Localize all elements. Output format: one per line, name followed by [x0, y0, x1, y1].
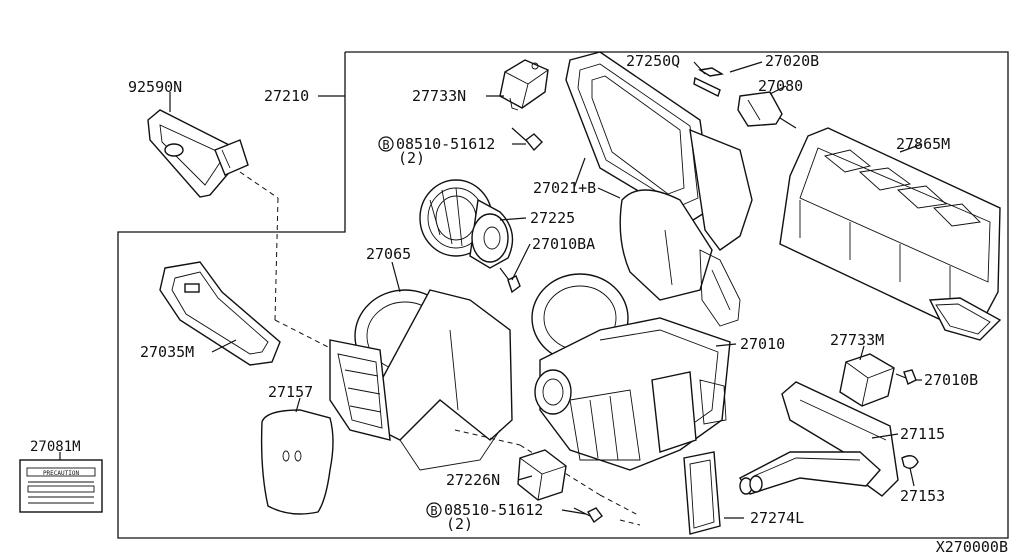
label-27274l: 27274L — [750, 509, 804, 527]
clip-27153 — [901, 455, 919, 469]
screw-08510-top — [511, 127, 543, 152]
label-27226n: 27226N — [446, 471, 500, 489]
label-27733m: 27733M — [830, 331, 884, 349]
label-27065: 27065 — [366, 245, 411, 263]
bolt-marker-bottom: B — [426, 502, 442, 518]
label-qty-top: (2) — [398, 149, 425, 167]
screw-27010b — [895, 369, 917, 385]
label-27010ba: 27010BA — [532, 235, 595, 253]
label-92590n: 92590N — [128, 78, 182, 96]
main-case-27010 — [531, 273, 731, 471]
label-27153: 27153 — [900, 487, 945, 505]
label-27225: 27225 — [530, 209, 575, 227]
caution-label-27081m: PRECAUTION — [19, 459, 103, 513]
diagram-code: X270000B — [936, 538, 1008, 556]
label-27250q: 27250Q — [626, 52, 680, 70]
clip-27250q — [693, 67, 724, 97]
bolt-marker-bottom-letter: B — [430, 504, 437, 518]
duct-27115 — [739, 381, 899, 497]
label-27733n: 27733N — [412, 87, 466, 105]
label-08510-bottom: 08510-51612 — [444, 501, 543, 519]
label-27865m: 27865M — [896, 135, 950, 153]
bolt-marker-top: B — [378, 136, 394, 152]
label-27010b: 27010B — [924, 371, 978, 389]
part-labels: 92590N 27210 27733N 08510-51612 (2) 2725… — [30, 52, 1008, 556]
resistor-27226n — [517, 449, 567, 501]
blower-motor-27225 — [419, 179, 514, 269]
assembly-frame — [117, 51, 1009, 539]
actuator-27733m — [839, 353, 895, 407]
screw-08510-bottom — [573, 507, 603, 524]
label-27157: 27157 — [268, 383, 313, 401]
blower-case-27065 — [329, 289, 513, 471]
bolt-marker-top-letter: B — [382, 138, 389, 152]
resistor-27080 — [737, 91, 797, 129]
air-filter-27274l — [683, 451, 721, 535]
filter-pad-27157 — [260, 409, 334, 515]
label-27021b: 27021+B — [533, 179, 596, 197]
leader-lines — [59, 61, 923, 519]
label-27210: 27210 — [264, 87, 309, 105]
actuator-27733n — [499, 59, 549, 111]
hose-bracket-92590n — [147, 109, 249, 198]
label-27115: 27115 — [900, 425, 945, 443]
label-27020b: 27020B — [765, 52, 819, 70]
label-27081m: 27081M — [30, 439, 81, 455]
label-27010: 27010 — [740, 335, 785, 353]
label-08510-top: 08510-51612 — [396, 135, 495, 153]
caution-label-text: PRECAUTION — [43, 470, 80, 477]
label-27035m: 27035M — [140, 343, 194, 361]
mode-door-housing-27021b — [565, 51, 753, 327]
screw-27010ba — [499, 267, 521, 294]
label-27080: 27080 — [758, 77, 803, 95]
label-qty-bottom: (2) — [446, 515, 473, 533]
heater-case-27865m — [779, 127, 1002, 341]
gasket-frame-27035m — [159, 261, 281, 366]
